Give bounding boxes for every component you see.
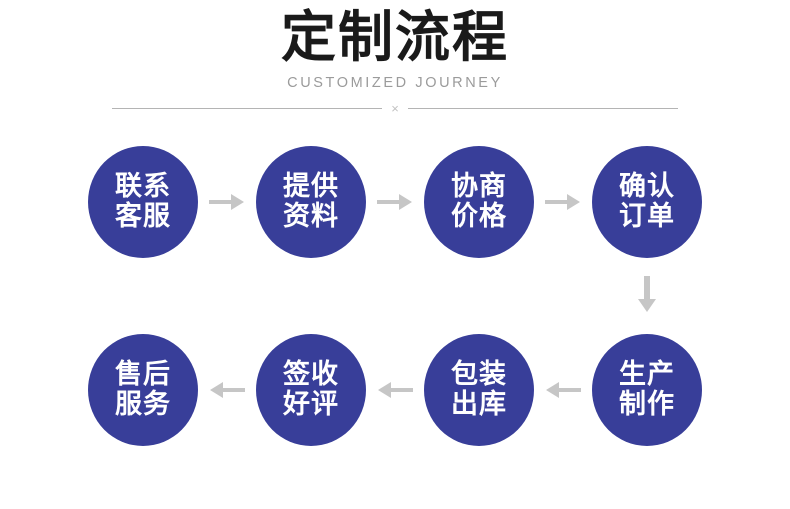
flow-node-5-line2: 制作 (619, 389, 675, 420)
flow-node-8[interactable]: 售后 服务 (88, 334, 198, 446)
flow-node-3-line1: 协商 (451, 171, 507, 202)
flow-node-4-line2: 订单 (619, 201, 675, 232)
flow-node-2[interactable]: 提供 资料 (256, 146, 366, 258)
flow-node-8-line1: 售后 (115, 359, 171, 390)
arrow-left-icon-1 (207, 379, 247, 401)
flow-node-5-line1: 生产 (619, 359, 675, 390)
flow-node-8-line2: 服务 (115, 389, 171, 420)
flow-node-1[interactable]: 联系 客服 (88, 146, 198, 258)
flow-node-2-line2: 资料 (283, 201, 339, 232)
arrow-left-icon-2 (375, 379, 415, 401)
flow-node-1-line1: 联系 (115, 171, 171, 202)
divider-rule-left (112, 107, 383, 109)
flow-diagram: 联系 客服 提供 资料 协商 价格 确认 订单 售后 (0, 140, 790, 470)
arrow-left-icon-3 (543, 379, 583, 401)
page-title: 定制流程 (280, 5, 509, 69)
arrow-right-icon-1 (207, 191, 247, 213)
arrow-right-icon-3 (543, 191, 583, 213)
flow-node-5[interactable]: 生产 制作 (592, 334, 702, 446)
flow-node-1-line2: 客服 (115, 201, 171, 232)
page-subtitle: CUSTOMIZED JOURNEY (287, 75, 503, 91)
flow-node-6-line2: 出库 (451, 389, 507, 420)
flow-node-7-line1: 签收 (283, 359, 339, 390)
flow-node-4[interactable]: 确认 订单 (592, 146, 702, 258)
flow-node-7[interactable]: 签收 好评 (256, 334, 366, 446)
flow-node-7-line2: 好评 (283, 389, 339, 420)
divider-rule-right (407, 107, 678, 109)
flow-node-2-line1: 提供 (283, 171, 339, 202)
flow-node-6-line1: 包装 (451, 359, 507, 390)
flow-node-6[interactable]: 包装 出库 (424, 334, 534, 446)
divider-cross-icon: × (391, 100, 399, 116)
arrow-right-icon-2 (375, 191, 415, 213)
flow-node-3[interactable]: 协商 价格 (424, 146, 534, 258)
flow-node-3-line2: 价格 (451, 201, 507, 232)
flow-node-4-line1: 确认 (619, 171, 675, 202)
arrow-down-icon (636, 274, 658, 314)
divider: × (112, 100, 678, 116)
header: 定制流程 CUSTOMIZED JOURNEY (0, 0, 790, 92)
